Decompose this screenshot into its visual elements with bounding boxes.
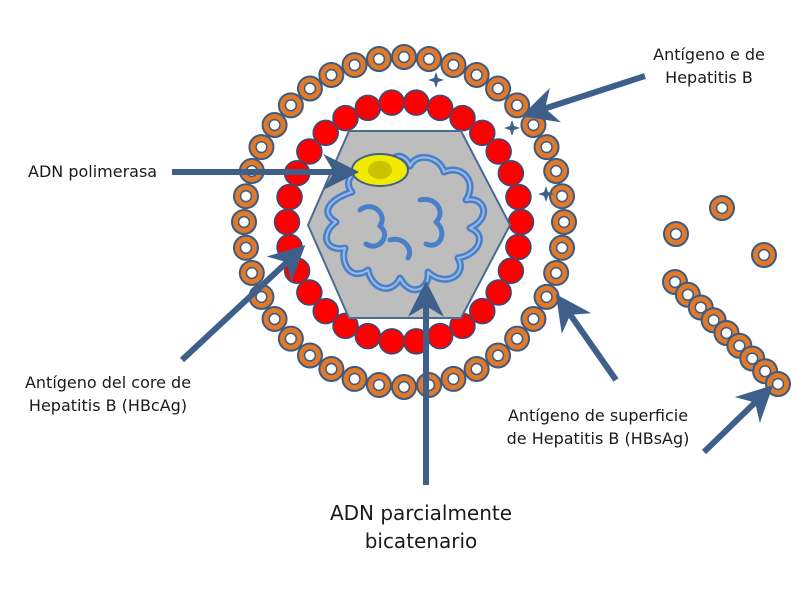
envelope-bead <box>232 234 259 261</box>
envelope-bead <box>440 365 467 392</box>
core-bead <box>469 297 496 325</box>
envelope-bead <box>261 112 288 139</box>
free-spherical-particle <box>663 221 689 247</box>
envelope-bead <box>231 209 257 235</box>
surface-label-line1: Antígeno de superficie <box>508 406 688 425</box>
envelope-bead <box>261 305 288 332</box>
envelope-bead <box>318 61 345 88</box>
arrow-surface <box>555 294 619 382</box>
envelope-bead <box>318 356 345 383</box>
envelope-bead <box>543 259 570 286</box>
free-spherical-particle <box>751 242 777 268</box>
envelope-bead <box>238 259 265 286</box>
antigen-e-label-line2: Hepatitis B <box>665 68 753 87</box>
surface-label-line2: de Hepatitis B (HBsAg) <box>507 429 690 448</box>
envelope-bead <box>549 183 576 210</box>
core-bead <box>469 119 496 147</box>
core-bead <box>332 312 359 340</box>
envelope-bead <box>365 371 392 398</box>
envelope-bead <box>549 234 576 261</box>
envelope-bead <box>277 325 304 352</box>
core-bead <box>296 138 323 165</box>
envelope-bead <box>463 356 490 383</box>
core-bead <box>273 208 301 236</box>
envelope-bead <box>463 61 490 88</box>
core-bead <box>507 208 535 236</box>
core-bead <box>378 328 406 355</box>
free-spherical-particle <box>709 195 735 221</box>
envelope-bead <box>485 75 512 102</box>
core-label-line1: Antígeno del core de <box>25 373 191 392</box>
core-bead <box>497 257 525 285</box>
envelope-bead <box>504 325 531 352</box>
envelope-bead <box>533 134 560 161</box>
dna-strand <box>323 152 488 294</box>
core-bead <box>402 89 430 116</box>
arrow-core <box>179 245 306 363</box>
envelope-bead <box>551 209 577 235</box>
core-bead <box>276 183 303 211</box>
dna-label-line1: ADN parcialmente <box>330 501 512 525</box>
core-bead <box>354 94 382 122</box>
envelope-bead <box>277 92 304 119</box>
envelope-bead <box>341 365 368 392</box>
envelope-bead <box>485 342 512 369</box>
core-bead <box>378 89 406 116</box>
core-bead <box>332 104 359 132</box>
envelope-bead <box>416 46 443 73</box>
core-bead <box>296 279 323 306</box>
envelope-bead <box>416 371 443 398</box>
antigen-e-label-line1: Antígeno e de <box>653 45 765 64</box>
envelope-bead <box>296 75 323 102</box>
envelope-bead <box>296 342 323 369</box>
free-hbsag-particles <box>662 195 791 397</box>
envelope-bead <box>533 283 560 310</box>
core-bead <box>354 322 382 350</box>
label-arrows <box>172 73 774 485</box>
dna-label-line2: bicatenario <box>365 529 478 553</box>
arrow-free-particles <box>701 384 774 455</box>
core-bead <box>497 159 525 187</box>
envelope-bead <box>520 305 547 332</box>
core-bead <box>505 183 532 211</box>
envelope-bead <box>341 52 368 79</box>
core-bead <box>449 104 476 132</box>
arrow-antigen-e <box>521 73 646 123</box>
core-bead <box>505 233 532 261</box>
core-bead <box>312 297 339 325</box>
dna-polymerase-molecule <box>351 153 409 187</box>
envelope-bead <box>391 44 417 70</box>
core-bead <box>485 279 512 306</box>
core-bead <box>426 322 454 350</box>
envelope-bead <box>232 183 259 210</box>
envelope-bead <box>520 112 547 139</box>
envelope-bead <box>504 92 531 119</box>
core-bead <box>426 94 454 122</box>
envelope-bead <box>365 46 392 73</box>
core-bead <box>485 138 512 165</box>
envelope-bead <box>248 134 275 161</box>
envelope-hbsag-ring <box>231 44 577 400</box>
envelope-bead <box>391 374 417 400</box>
polymerase-label: ADN polimerasa <box>28 162 157 181</box>
sparkle-marks <box>428 72 554 202</box>
core-label-line2: Hepatitis B (HBcAg) <box>29 396 187 415</box>
core-bead <box>312 119 339 147</box>
envelope-bead <box>543 158 570 185</box>
envelope-bead <box>440 52 467 79</box>
